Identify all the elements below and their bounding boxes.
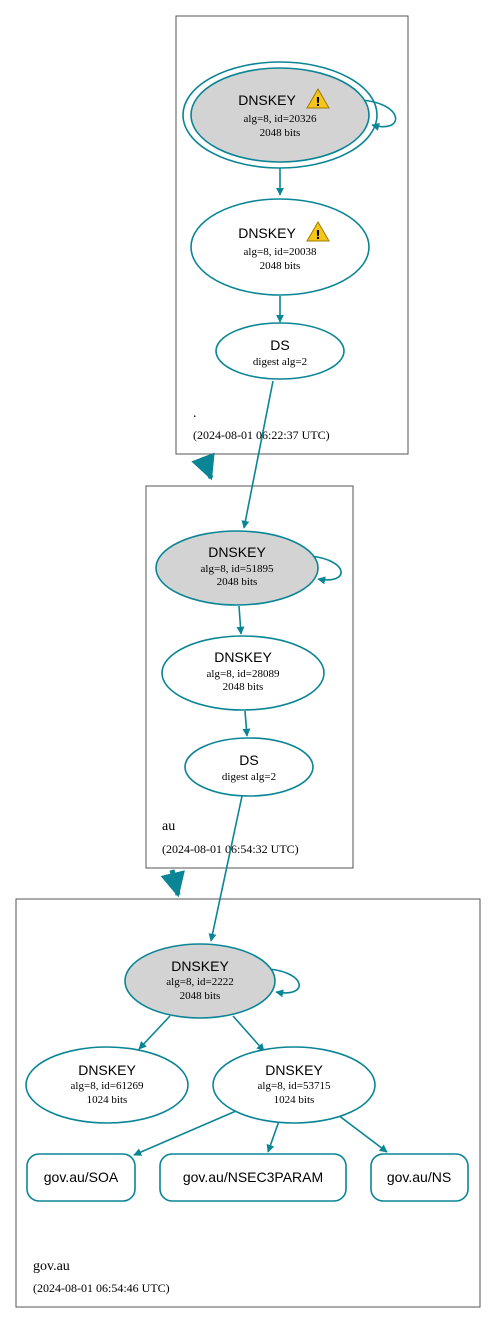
node-gov-ksk-bits: 2048 bits [180,990,221,1002]
zone-au-name: au [162,819,175,834]
node-gov-ksk: DNSKEY alg=8, id=2222 2048 bits [124,943,276,1019]
node-gov-ksk-alg: alg=8, id=2222 [166,976,233,988]
edge-gov-zsk2-nsec3param [266,1120,280,1153]
node-au-ds-digest: digest alg=2 [222,771,276,783]
node-gov-nsec3param-label: gov.au/NSEC3PARAM [183,1169,323,1185]
node-au-ksk-alg: alg=8, id=51895 [201,563,274,575]
node-gov-ns-label: gov.au/NS [387,1169,451,1185]
node-root-zsk-alg: alg=8, id=20038 [244,246,317,258]
node-au-ds: DS digest alg=2 [184,737,314,797]
node-root-ds-digest: digest alg=2 [253,356,307,368]
warning-icon: ! [306,221,330,242]
node-au-ksk-title: DNSKEY [208,544,266,560]
edge-root-ds-au-ksk [241,380,274,529]
node-root-ksk: DNSKEY ! alg=8, id=20326 2048 bits [182,61,378,169]
node-gov-zsk2-bits: 1024 bits [274,1094,315,1106]
node-gov-soa-label: gov.au/SOA [44,1169,119,1185]
node-gov-ksk-title: DNSKEY [171,958,229,974]
edge-gov-ksk-zsk1 [138,1015,171,1050]
node-au-zsk-bits: 2048 bits [223,681,264,693]
node-root-ds: DS digest alg=2 [215,322,345,380]
edge-au-zsk-ds [242,710,251,737]
node-root-ksk-alg: alg=8, id=20326 [244,113,317,125]
node-au-ksk-bits: 2048 bits [217,576,258,588]
node-gov-zsk1-alg: alg=8, id=61269 [71,1080,144,1092]
edge-gov-ksk-self [268,968,300,998]
node-au-zsk: DNSKEY alg=8, id=28089 2048 bits [161,635,325,711]
zone-gov-au-name: gov.au [33,1259,70,1274]
node-root-zsk-title: DNSKEY [238,225,296,241]
node-root-ds-title: DS [270,337,289,353]
node-gov-zsk2-alg: alg=8, id=53715 [258,1080,331,1092]
edge-au-ds-gov-ksk [208,795,243,942]
node-root-ksk-title: DNSKEY [238,92,296,108]
zone-root-timestamp: (2024-08-01 06:22:37 UTC) [193,428,330,442]
delegation-arrow-root-au [191,452,215,481]
node-gov-zsk2: DNSKEY alg=8, id=53715 1024 bits [212,1046,376,1124]
zone-gov-au-timestamp: (2024-08-01 06:54:46 UTC) [33,1281,170,1295]
warning-icon: ! [306,88,330,109]
node-root-zsk: DNSKEY ! alg=8, id=20038 2048 bits [190,198,370,296]
zone-root-name: . [193,406,197,421]
edge-gov-zsk2-ns [337,1114,388,1153]
node-gov-nsec3param: gov.au/NSEC3PARAM [159,1153,347,1202]
svg-text:!: ! [315,95,320,109]
node-gov-zsk1: DNSKEY alg=8, id=61269 1024 bits [25,1046,189,1124]
node-root-zsk-bits: 2048 bits [260,260,301,272]
node-au-zsk-title: DNSKEY [214,649,272,665]
edge-gov-zsk2-soa [133,1110,237,1156]
node-gov-soa: gov.au/SOA [26,1153,136,1202]
node-au-zsk-alg: alg=8, id=28089 [207,668,280,680]
node-au-ksk: DNSKEY alg=8, id=51895 2048 bits [155,530,319,606]
node-gov-ns: gov.au/NS [370,1153,469,1202]
node-gov-zsk1-bits: 1024 bits [87,1094,128,1106]
node-gov-zsk2-title: DNSKEY [265,1062,323,1078]
edge-au-ksk-zsk [236,605,245,635]
node-au-ds-title: DS [239,752,258,768]
edge-au-ksk-self [309,555,342,585]
svg-text:!: ! [315,228,320,242]
edge-gov-ksk-zsk2 [232,1015,265,1052]
node-root-ksk-bits: 2048 bits [260,127,301,139]
node-gov-zsk1-title: DNSKEY [78,1062,136,1078]
delegation-arrow-au-gov [160,869,185,898]
